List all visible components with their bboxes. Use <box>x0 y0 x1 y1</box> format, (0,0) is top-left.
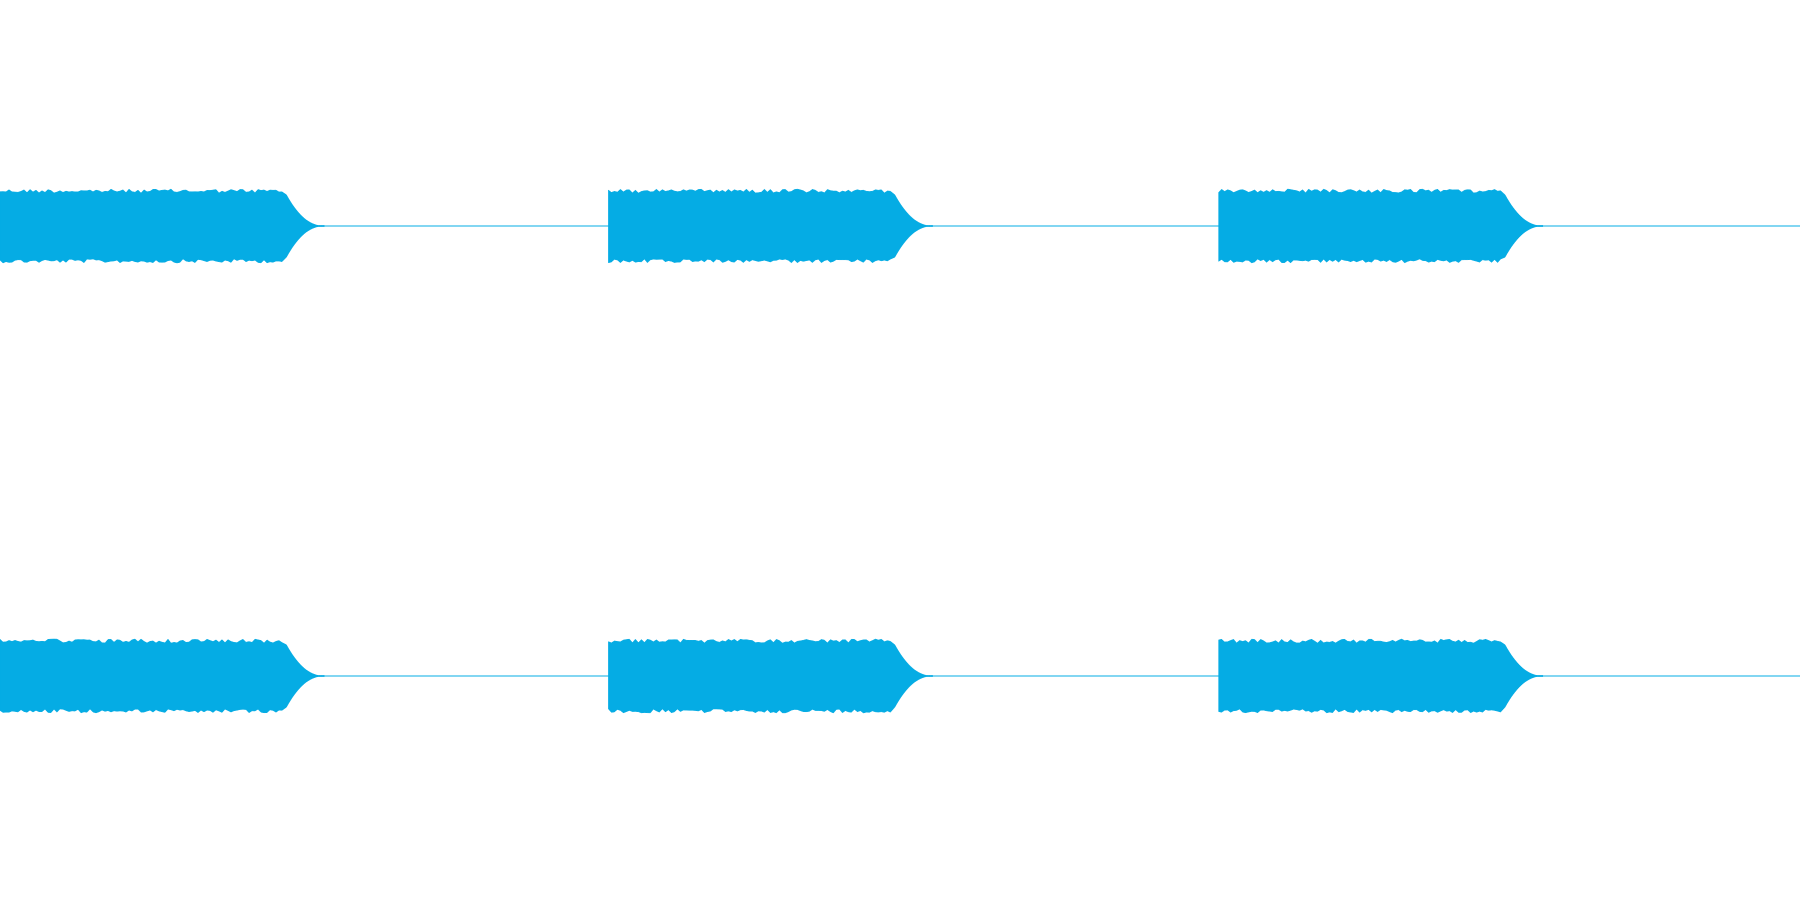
channel-1-pulse-3 <box>1218 188 1544 264</box>
channel-2-pulse-2 <box>608 638 934 714</box>
channel-1-pulse-2 <box>608 188 934 264</box>
channel-2-track <box>0 638 1800 714</box>
channel-2-pulse-1 <box>0 638 325 714</box>
channel-1-pulse-1 <box>0 188 325 264</box>
channel-2-pulse-3 <box>1218 638 1544 714</box>
channel-1-track <box>0 188 1800 264</box>
